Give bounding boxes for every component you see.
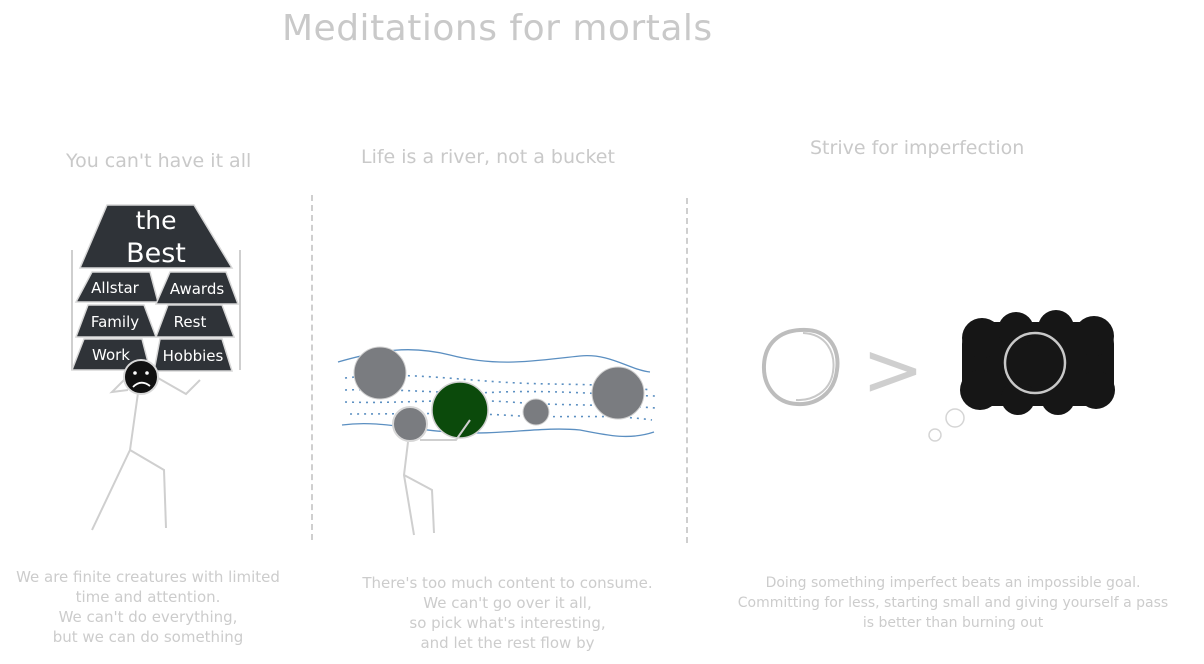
- page-title: Meditations for mortals: [282, 8, 713, 49]
- floating-ball-1: [353, 346, 407, 400]
- figure-leg-left: [91, 392, 139, 531]
- thought-bubble-small: [928, 428, 942, 442]
- caption-line: time and attention.: [75, 588, 221, 606]
- imperfect-circle: [761, 327, 840, 407]
- caption-line: Committing for less, starting small and …: [737, 595, 1169, 611]
- section-heading-imperfection: Strive for imperfection: [810, 137, 1025, 159]
- pyramid-label-work: Work: [92, 346, 130, 364]
- cloud-puff-7: [1041, 381, 1075, 415]
- pyramid-label-awards: Awards: [170, 280, 225, 298]
- pyramid-label-the: the: [135, 206, 176, 235]
- picked-ball-green: [431, 381, 489, 439]
- floating-ball-2: [522, 398, 550, 426]
- thought-cloud: [928, 310, 1115, 442]
- pyramid-label-allstar: Allstar: [91, 279, 139, 297]
- caption-line: and let the rest flow by: [420, 634, 595, 652]
- pyramid-block-best: [78, 204, 234, 269]
- sad-face-icon: [123, 359, 159, 395]
- face-eye-left: [133, 371, 137, 375]
- section-heading-have-it-all: You can't have it all: [66, 150, 252, 172]
- section-divider-2: [686, 198, 688, 543]
- imperfection-diagram: >: [761, 310, 1115, 442]
- sad-stick-figure: [91, 359, 201, 531]
- caption-line: so pick what's interesting,: [409, 614, 606, 632]
- figure-leg-right: [403, 474, 435, 534]
- figure-arm-left: [109, 377, 129, 394]
- cloud-puff-6: [1001, 381, 1035, 415]
- caption-line: is better than burning out: [862, 615, 1044, 631]
- caption-line: There's too much content to consume.: [362, 574, 653, 592]
- caption-river: There's too much content to consume. We …: [340, 573, 675, 653]
- caption-line: Doing something imperfect beats an impos…: [765, 575, 1141, 591]
- face-eye-right: [145, 371, 149, 375]
- cloud-puff-1: [962, 318, 1002, 358]
- figure-arm: [420, 419, 471, 441]
- section-divider-1: [311, 195, 313, 540]
- perfect-circle: [1003, 331, 1067, 395]
- caption-line: We can't do everything,: [58, 608, 238, 626]
- thought-bubble-medium: [945, 408, 965, 428]
- caption-line: We can't go over it all,: [423, 594, 592, 612]
- pyramid-block-rest: [154, 304, 236, 338]
- caption-imperfection: Doing something imperfect beats an impos…: [704, 573, 1202, 633]
- figure-leg-left: [402, 441, 415, 536]
- cloud-puff-3: [1038, 310, 1074, 346]
- cloud-puff-5: [960, 370, 1000, 410]
- floating-ball-3: [591, 366, 645, 420]
- cloud-puff-8: [1077, 371, 1115, 409]
- caption-line: We are finite creatures with limited: [16, 568, 280, 586]
- pyramid-label-hobbies: Hobbies: [163, 347, 224, 365]
- pyramid-label-rest: Rest: [174, 313, 207, 331]
- figure-head: [392, 406, 428, 442]
- cloud-puff-4: [1074, 316, 1114, 356]
- pyramid-label-family: Family: [91, 313, 139, 331]
- face-frown: [132, 381, 151, 388]
- caption-line: but we can do something: [52, 628, 244, 646]
- priority-pyramid: the Best Allstar Awards Family Rest Work…: [70, 204, 241, 372]
- pyramid-block-hobbies: [153, 338, 234, 372]
- pyramid-block-awards: [154, 271, 240, 305]
- caption-have-it-all: We are finite creatures with limited tim…: [2, 567, 294, 647]
- river-diagram: [337, 346, 656, 536]
- imperfect-circle-sketch: [795, 332, 835, 402]
- section-heading-river: Life is a river, not a bucket: [361, 146, 615, 168]
- river-bank-bottom: [341, 422, 655, 438]
- river-stick-figure: [392, 406, 471, 536]
- figure-leg-right: [129, 449, 167, 529]
- greater-than-symbol: >: [862, 327, 924, 413]
- river-current-1: [344, 374, 651, 391]
- figure-arm-right: [157, 377, 201, 396]
- cloud-puff-2: [998, 312, 1034, 348]
- pyramid-label-best: Best: [126, 238, 186, 269]
